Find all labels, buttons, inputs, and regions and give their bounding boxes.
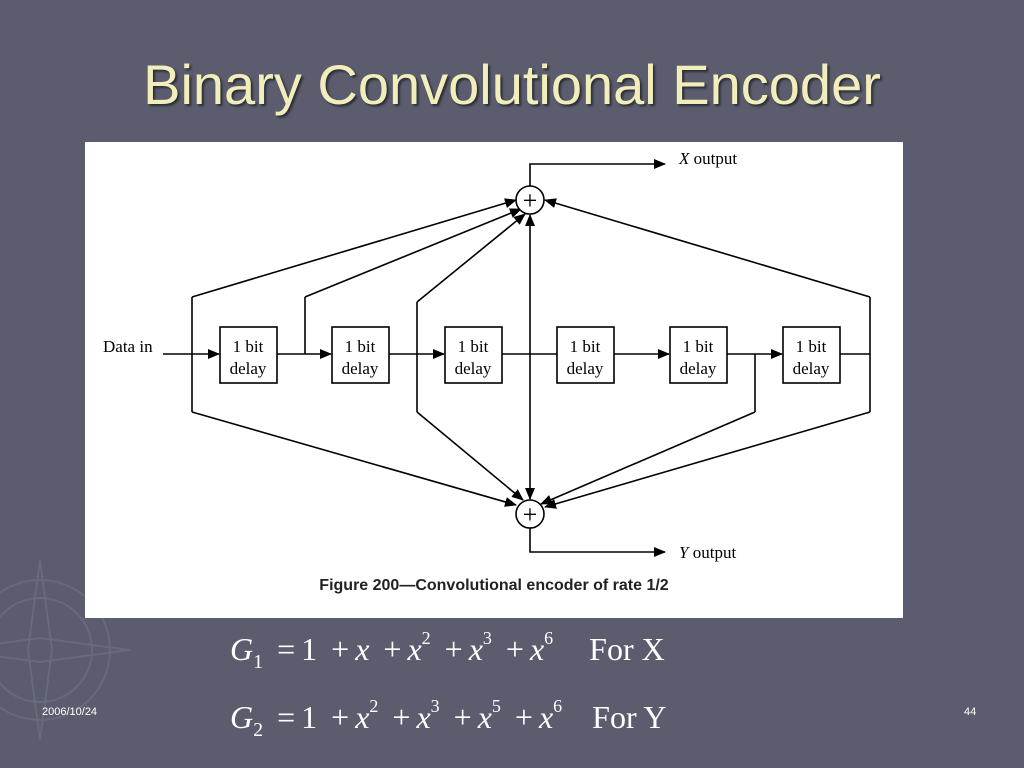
svg-text:delay: delay — [230, 359, 267, 378]
svg-text:1 bit: 1 bit — [570, 337, 601, 356]
svg-text:+: + — [523, 500, 538, 529]
bottom-adder: + — [515, 499, 545, 529]
tap-d2-top — [416, 213, 526, 303]
svg-text:1 bit: 1 bit — [683, 337, 714, 356]
slide-title: Binary Convolutional Encoder — [143, 53, 881, 116]
encoder-diagram: + + 1 bit delay 1 bit delay 1 bit delay … — [85, 142, 903, 618]
delay-box-1: 1 bit delay — [219, 326, 278, 384]
y-output-arrow — [529, 528, 666, 557]
compass-decoration — [0, 559, 131, 741]
delay-box-5: 1 bit delay — [669, 326, 728, 384]
tap-input-top — [191, 198, 517, 298]
delay-box-3: 1 bit delay — [444, 326, 503, 384]
g1-label: For X — [589, 631, 665, 667]
svg-text:1 bit: 1 bit — [458, 337, 489, 356]
equation-g2: G2 =1 +x2 +x3 +x5 +x6 For Y — [230, 696, 667, 741]
svg-text:1 bit: 1 bit — [345, 337, 376, 356]
svg-text:delay: delay — [567, 359, 604, 378]
svg-text:+: + — [523, 186, 538, 215]
slide-number: 44 — [964, 706, 977, 718]
delay-box-6: 1 bit delay — [782, 326, 841, 384]
svg-text:delay: delay — [342, 359, 379, 378]
svg-text:delay: delay — [455, 359, 492, 378]
tap-d5-bottom — [540, 411, 756, 505]
tap-d1-top — [304, 208, 522, 298]
svg-text:1 bit: 1 bit — [233, 337, 264, 356]
tap-d6-bottom — [544, 411, 871, 509]
tap-d2-bottom — [416, 411, 524, 501]
g2-label: For Y — [592, 699, 667, 735]
delay-box-4: 1 bit delay — [556, 326, 615, 384]
svg-text:1 bit: 1 bit — [796, 337, 827, 356]
svg-text:delay: delay — [793, 359, 830, 378]
figure-caption: Figure 200—Convolutional encoder of rate… — [319, 577, 669, 594]
tap-input-bottom — [191, 411, 517, 507]
top-adder: + — [515, 185, 545, 215]
x-output-arrow — [529, 159, 666, 186]
delay-box-2: 1 bit delay — [331, 326, 390, 384]
slide-date: 2006/10/24 — [42, 706, 98, 718]
equation-g1: G1 =1 +x +x2 +x3 +x6 For X — [230, 628, 665, 673]
y-output-label: Y output — [679, 543, 736, 562]
svg-text:delay: delay — [680, 359, 717, 378]
tap-d6-top — [544, 198, 871, 298]
encoder-svg: + + 1 bit delay 1 bit delay 1 bit delay … — [103, 149, 871, 594]
x-output-label: X output — [678, 149, 737, 168]
data-in-label: Data in — [103, 337, 153, 356]
